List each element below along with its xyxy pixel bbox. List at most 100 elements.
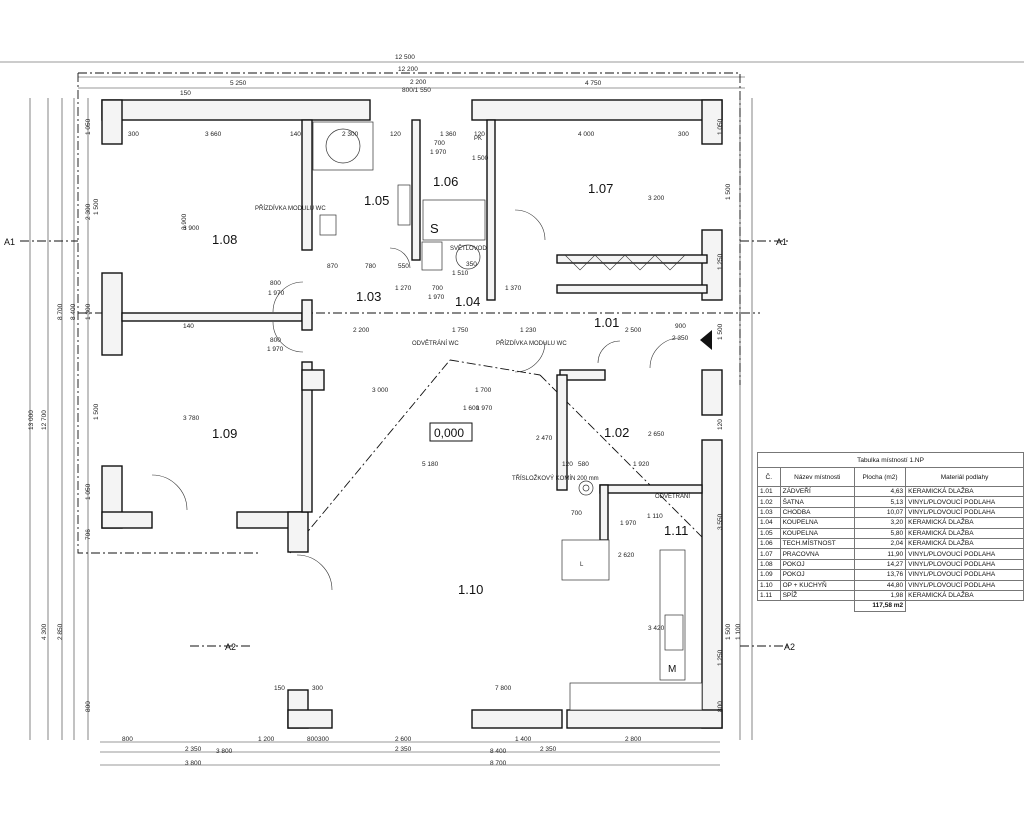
table-cell: PRACOVNA (779, 548, 855, 560)
dim-room: 1 370 (505, 285, 522, 292)
table-header: Plocha (m2) (853, 467, 907, 487)
dim-room: 350 (466, 261, 477, 268)
dim-left: 2 300 (85, 203, 92, 220)
dim-right: 1 100 (735, 623, 742, 640)
table-cell: KERAMICKÁ DLAŽBA (905, 527, 1024, 539)
dim-room: 140 (290, 131, 301, 138)
dim-bottom: 8 700 (490, 760, 507, 767)
dim-room: 1 750 (452, 327, 469, 334)
dim-left: 1 500 (93, 198, 100, 215)
table-cell: POKOJ (779, 569, 855, 581)
dim-room: 140 (183, 323, 194, 330)
dim-right: 1 500 (717, 323, 724, 340)
section-a2-left: A2 (225, 642, 236, 652)
dim-room: 1 500 (472, 155, 489, 162)
dim-left: 13 000 (28, 410, 35, 430)
dim-room: 3 000 (372, 387, 389, 394)
dimension-lines (0, 61, 1024, 766)
table-cell: VINYL/PLOVOUCÍ PODLAHA (905, 548, 1024, 560)
dim-room: 300 (128, 131, 139, 138)
room-label: 1.05 (364, 193, 389, 208)
dim-room: 2 650 (648, 431, 665, 438)
dim-room: 2 620 (618, 552, 635, 559)
dim-room: 120 (390, 131, 401, 138)
room-label: 1.07 (588, 181, 613, 196)
plan-notes: PŘÍZDÍVKA MODULU WC SVĚTLOVOD ODVĚTRÁNÍ … (255, 136, 690, 500)
table-cell: KERAMICKÁ DLAŽBA (905, 517, 1024, 529)
table-cell: 1.03 (757, 506, 781, 519)
entrance-arrow-icon (700, 330, 712, 350)
table-cell: TECH.MÍSTNOST (779, 537, 855, 550)
table-cell: ZÁDVEŘÍ (779, 485, 855, 498)
room-label: 1.09 (212, 426, 237, 441)
dim-room: 120 (474, 131, 485, 138)
table-cell: 14,27 (853, 558, 907, 571)
table-cell: VINYL/PLOVOUCÍ PODLAHA (905, 496, 1024, 508)
table-cell: 1.08 (757, 558, 781, 571)
table-cell: 1,98 (853, 589, 907, 602)
room-label: 1.03 (356, 289, 381, 304)
table-cell: ŠATNA (779, 496, 855, 508)
table-cell: KOUPELNA (779, 517, 855, 529)
dim-room: 2 300 (342, 131, 359, 138)
table-cell: POKOJ (779, 558, 855, 571)
dim-left: 1 500 (93, 403, 100, 420)
dim-left: 8 700 (57, 303, 64, 320)
dim-room: 300 (312, 685, 323, 692)
dim-bottom: 1 400 (515, 736, 532, 743)
dim-room: 2 350 (672, 335, 689, 342)
dim-room: 1 920 (633, 461, 650, 468)
walls (101, 99, 723, 729)
note-odvetrani-wc: ODVĚTRÁNÍ WC (412, 339, 459, 347)
table-cell: KERAMICKÁ DLAŽBA (905, 537, 1024, 550)
dim-room: 5 180 (422, 461, 439, 468)
dim-room: 700 (571, 510, 582, 517)
dim-room: 1 970 (428, 294, 445, 301)
dim-top: 800/1 550 (402, 87, 431, 94)
table-cell: KERAMICKÁ DLAŽBA (905, 589, 1024, 602)
level-marker: 0,000 (434, 426, 464, 440)
table-cell: 1.05 (757, 527, 781, 539)
table-cell: 4,63 (853, 485, 907, 498)
dim-bottom: 2 600 (395, 736, 412, 743)
section-markers: A1 A1 A2 A2 (4, 237, 795, 652)
dim-bottom: 300 (318, 736, 329, 743)
dim-room: 1 970 (267, 346, 284, 353)
dim-room: 300 (678, 131, 689, 138)
room-label: 1.11 (664, 523, 688, 538)
table-cell: VINYL/PLOVOUCÍ PODLAHA (905, 506, 1024, 519)
table-cell: OP + KUCHYŇ (779, 579, 855, 591)
property-outline (77, 72, 760, 554)
table-cell: 1.07 (757, 548, 781, 560)
dim-top: 150 (180, 90, 191, 97)
dim-right: 800 (717, 701, 724, 712)
room-label: 1.10 (458, 582, 483, 597)
dim-right: 1 250 (717, 649, 724, 666)
dim-bottom: 8 400 (490, 748, 507, 755)
dim-room: 550 (398, 263, 409, 270)
dim-left: 8 400 (70, 303, 77, 320)
fixtures: S L M (312, 121, 703, 711)
table-cell: 44,80 (853, 579, 907, 591)
table-cell: SPÍŽ (779, 589, 855, 602)
dim-bottom: 800 (122, 736, 133, 743)
dim-room: 2 470 (536, 435, 553, 442)
table-cell: 1.04 (757, 517, 781, 529)
dim-room: 1 510 (452, 270, 469, 277)
dim-room: 800 (270, 280, 281, 287)
table-cell: 5,80 (853, 527, 907, 539)
dim-room: 900 (675, 323, 686, 330)
table-cell: KOUPELNA (779, 527, 855, 539)
dim-room: 700 (432, 285, 443, 292)
room-label: 1.02 (604, 425, 629, 440)
dim-left: 706 (85, 529, 92, 540)
table-cell: VINYL/PLOVOUCÍ PODLAHA (905, 569, 1024, 581)
